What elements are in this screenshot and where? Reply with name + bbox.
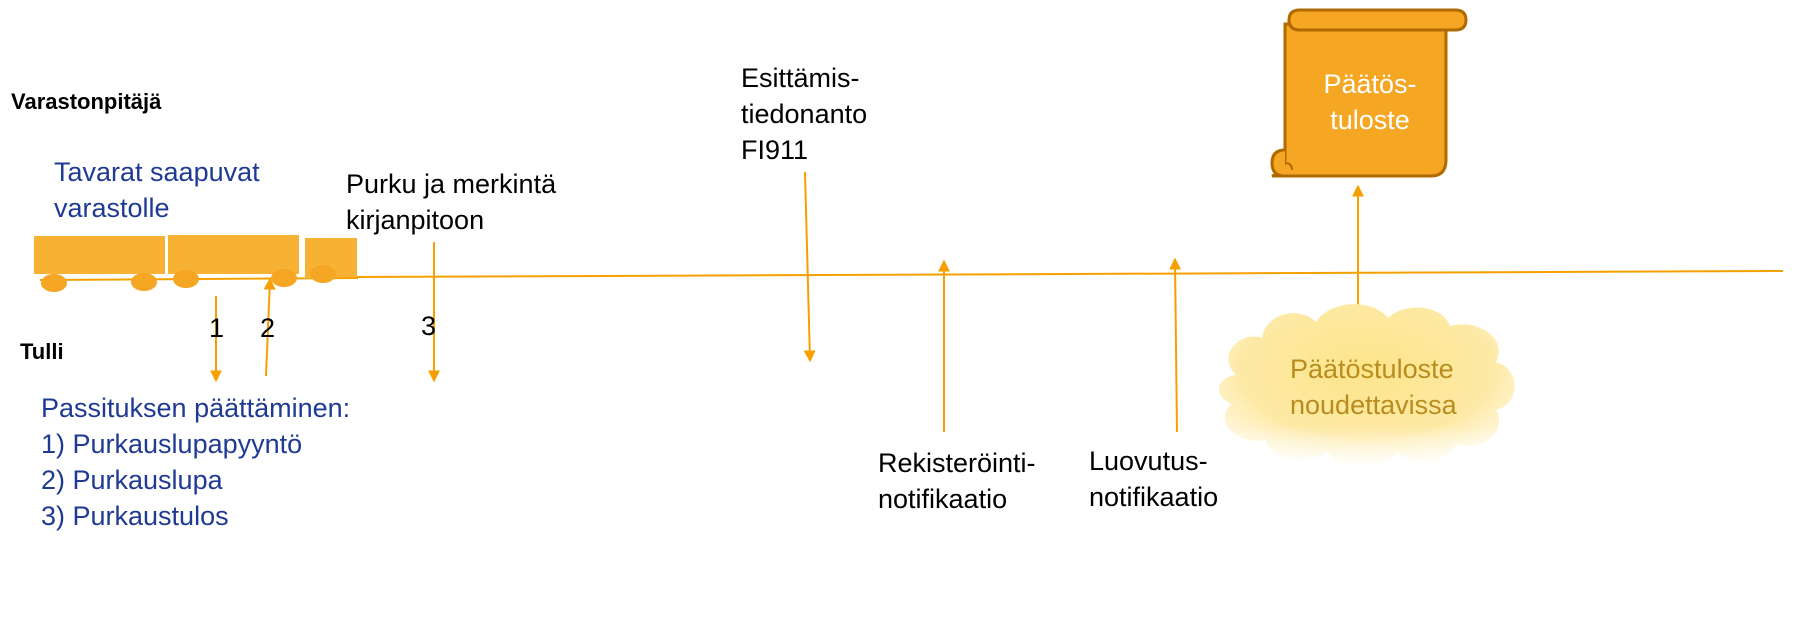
goods-arrive-label: Tavarat saapuvat varastolle: [54, 157, 260, 223]
presentation-notice-label: Esittämis- tiedonanto FI911: [741, 63, 868, 165]
transit-end-step-1: 1) Purkauslupapyyntö: [41, 429, 303, 459]
step-number-1: 1: [209, 313, 225, 343]
transit-end-heading: Passituksen päättäminen:: [41, 393, 351, 423]
arrow-step-2: [263, 277, 276, 377]
warehouse-role-label: Varastonpitäjä: [11, 89, 162, 114]
registration-notification-label: Rekisteröinti- notifikaatio: [878, 448, 1036, 514]
truck-icon: [34, 235, 359, 292]
arrow-release: [1169, 257, 1182, 433]
scroll-document-icon: [1270, 8, 1468, 178]
step-number-2: 2: [260, 313, 276, 343]
decision-document-label: Päätös- tuloste: [1323, 69, 1417, 135]
transit-end-list: Passituksen päättäminen: 1) Purkauslupap…: [41, 390, 350, 534]
step-number-3: 3: [421, 311, 437, 341]
transit-end-step-3: 3) Purkaustulos: [41, 501, 229, 531]
cloud-shape: [1218, 304, 1515, 466]
release-notification-label: Luovutus- notifikaatio: [1089, 446, 1219, 512]
customs-role-label: Tulli: [20, 339, 64, 364]
unloading-label: Purku ja merkintä kirjanpitoon: [346, 169, 557, 235]
arrow-presentation: [803, 171, 816, 363]
transit-end-step-2: 2) Purkauslupa: [41, 465, 223, 495]
timeline-line: [354, 270, 1784, 278]
decision-available-label: Päätöstuloste noudettavissa: [1290, 354, 1457, 420]
